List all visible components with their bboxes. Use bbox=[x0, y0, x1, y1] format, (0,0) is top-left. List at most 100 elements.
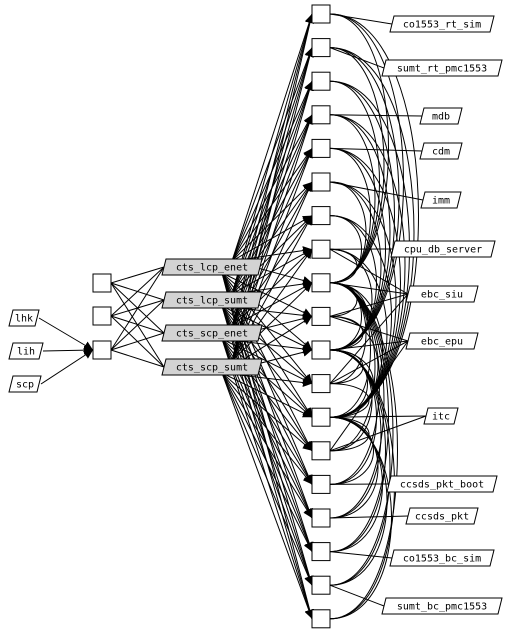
column-box-3[interactable] bbox=[311, 105, 331, 125]
target-node-imm[interactable]: imm bbox=[420, 191, 462, 209]
edge-extra-6 bbox=[329, 340, 409, 452]
target-node-ccsds_pkt-label: ccsds_pkt bbox=[415, 512, 469, 523]
column-box-0[interactable] bbox=[311, 4, 331, 24]
target-node-imm-shape bbox=[420, 191, 462, 209]
edge-curve-8-18 bbox=[329, 282, 398, 620]
collector-box-1[interactable] bbox=[92, 306, 112, 326]
column-box-17[interactable] bbox=[311, 575, 331, 595]
input-node-scp[interactable]: scp bbox=[8, 375, 42, 393]
collector-box-0[interactable] bbox=[92, 273, 112, 293]
edge-task-3-box-0 bbox=[231, 13, 315, 362]
target-node-mdb-label: mdb bbox=[432, 112, 450, 123]
edge-extra-1 bbox=[329, 340, 409, 385]
task-node-cts_scp_enet[interactable]: cts_scp_enet bbox=[161, 324, 263, 342]
input-node-lhk-shape bbox=[8, 309, 40, 327]
column-box-2[interactable] bbox=[311, 71, 331, 91]
task-node-cts_scp_enet-label: cts_scp_enet bbox=[176, 329, 248, 340]
edge-curve-8-3 bbox=[329, 114, 376, 284]
edge-box-target-0 bbox=[329, 13, 393, 25]
task-node-cts_scp_sumt[interactable]: cts_scp_sumt bbox=[161, 358, 263, 376]
edge-extra-0 bbox=[329, 293, 409, 317]
column-box-15[interactable] bbox=[311, 508, 331, 528]
edge-task-1-box-0 bbox=[231, 13, 314, 295]
target-node-mdb-shape bbox=[419, 107, 463, 125]
target-node-co1553_rt_sim-label: co1553_rt_sim bbox=[403, 20, 481, 31]
edge-curve-12-9 bbox=[329, 315, 379, 418]
task-node-cts_scp_sumt-label: cts_scp_sumt bbox=[176, 363, 248, 374]
target-node-sumt_bc_pmc1553[interactable]: sumt_bc_pmc1553 bbox=[381, 597, 503, 615]
target-node-mdb[interactable]: mdb bbox=[419, 107, 463, 125]
edge-collector-1-task-0 bbox=[110, 266, 165, 317]
target-node-cpu_db_server-label: cpu_db_server bbox=[404, 245, 482, 256]
edge-collector-2-task-3 bbox=[110, 349, 165, 368]
column-box-5[interactable] bbox=[311, 172, 331, 192]
edge-task-3-box-8 bbox=[231, 282, 313, 362]
column-box-13[interactable] bbox=[311, 441, 331, 461]
edge-box-target-1 bbox=[329, 47, 385, 69]
task-node-cts_lcp_sumt-shape bbox=[161, 291, 263, 309]
column-box-16[interactable] bbox=[311, 542, 331, 562]
column-box-8[interactable] bbox=[311, 273, 331, 293]
task-node-cts_lcp_sumt[interactable]: cts_lcp_sumt bbox=[161, 291, 263, 309]
edge-box-target-7 bbox=[329, 340, 409, 351]
target-node-cpu_db_server[interactable]: cpu_db_server bbox=[390, 240, 496, 258]
target-node-co1553_rt_sim[interactable]: co1553_rt_sim bbox=[389, 15, 495, 33]
edge-box-target-8 bbox=[329, 415, 427, 418]
nodes-layer: lhk lih scp cts_lcp_enet cts_lcp_sumt cts_scp… bbox=[8, 4, 503, 629]
column-box-11[interactable] bbox=[311, 374, 331, 394]
edge-curve-12-7 bbox=[329, 248, 388, 418]
column-box-12[interactable] bbox=[311, 407, 331, 427]
edge-extra-3 bbox=[329, 248, 409, 295]
edge-input-2 bbox=[40, 349, 94, 385]
column-box-1[interactable] bbox=[311, 38, 331, 58]
column-box-14[interactable] bbox=[311, 474, 331, 494]
input-node-lih[interactable]: lih bbox=[8, 342, 44, 360]
edge-curve-8-7 bbox=[329, 248, 358, 284]
column-box-4[interactable] bbox=[311, 138, 331, 158]
task-node-cts_lcp_enet[interactable]: cts_lcp_enet bbox=[161, 258, 263, 276]
target-node-itc[interactable]: itc bbox=[423, 407, 459, 425]
target-node-co1553_bc_sim[interactable]: co1553_bc_sim bbox=[389, 549, 495, 567]
input-node-lih-shape bbox=[8, 342, 44, 360]
target-node-sumt_rt_pmc1553[interactable]: sumt_rt_pmc1553 bbox=[381, 59, 503, 77]
edge-curve-12-10 bbox=[329, 349, 374, 418]
column-box-18[interactable] bbox=[311, 609, 331, 629]
edge-extra-4 bbox=[329, 293, 409, 384]
task-node-cts_lcp_enet-shape bbox=[161, 258, 263, 276]
task-node-cts_lcp_sumt-label: cts_lcp_sumt bbox=[176, 296, 248, 307]
column-box-9[interactable] bbox=[311, 306, 331, 326]
target-node-cdm[interactable]: cdm bbox=[419, 142, 463, 160]
edge-input-0 bbox=[38, 317, 94, 351]
target-node-ebc_epu[interactable]: ebc_epu bbox=[405, 332, 479, 350]
edge-curve-12-8 bbox=[329, 282, 383, 418]
target-node-ccsds_pkt_boot[interactable]: ccsds_pkt_boot bbox=[386, 475, 498, 493]
target-node-co1553_rt_sim-shape bbox=[389, 15, 495, 33]
edge-box-target-11 bbox=[329, 551, 393, 559]
column-box-10[interactable] bbox=[311, 340, 331, 360]
edge-extra-5 bbox=[329, 315, 409, 342]
edge-curve-12-15 bbox=[329, 416, 379, 519]
target-node-sumt_bc_pmc1553-shape bbox=[381, 597, 503, 615]
edge-curve-10-17 bbox=[329, 349, 391, 586]
edge-curve-12-6 bbox=[329, 215, 392, 418]
edge-curve-8-15 bbox=[329, 282, 385, 519]
input-node-lhk[interactable]: lhk bbox=[8, 309, 40, 327]
column-box-7[interactable] bbox=[311, 239, 331, 259]
edge-collector-2-task-1 bbox=[110, 299, 165, 351]
column-box-6[interactable] bbox=[311, 206, 331, 226]
collector-box-2[interactable] bbox=[92, 340, 112, 360]
target-node-cdm-label: cdm bbox=[432, 147, 450, 158]
target-node-ebc_epu-label: ebc_epu bbox=[421, 337, 463, 348]
target-node-ccsds_pkt_boot-label: ccsds_pkt_boot bbox=[400, 480, 484, 491]
edge-box-target-12 bbox=[329, 584, 385, 607]
input-node-scp-label: scp bbox=[16, 380, 34, 391]
task-node-cts_scp_enet-shape bbox=[161, 324, 263, 342]
target-node-itc-label: itc bbox=[432, 412, 450, 423]
edge-box-target-6 bbox=[329, 282, 409, 295]
edge-curve-8-9 bbox=[329, 282, 358, 317]
edges-layer bbox=[38, 13, 427, 620]
edge-task-3-box-12 bbox=[221, 372, 313, 418]
target-node-ebc_siu[interactable]: ebc_siu bbox=[405, 285, 479, 303]
target-node-ccsds_pkt[interactable]: ccsds_pkt bbox=[405, 507, 479, 525]
